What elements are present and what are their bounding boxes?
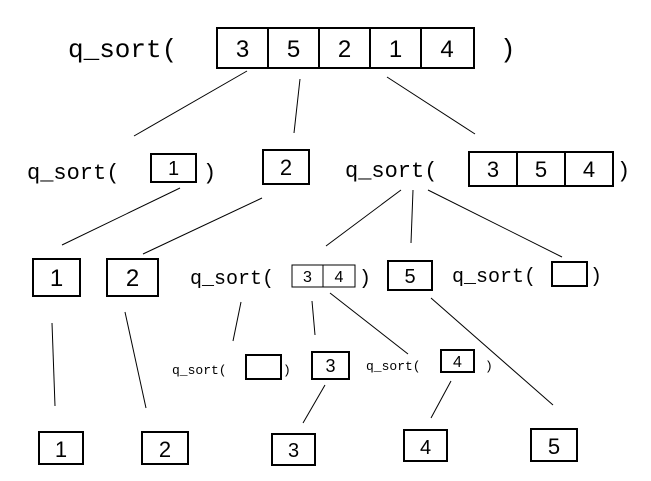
level3-sub-left-call: q_sort( ) xyxy=(172,354,291,380)
edge-pivot5-final5 xyxy=(430,297,554,406)
level3-sub-right-call: q_sort( 4 ) xyxy=(366,349,493,374)
root-cell: 1 xyxy=(389,36,402,63)
level1-right-cell: 5 xyxy=(535,157,547,182)
level1-left-close-paren: ) xyxy=(203,161,216,186)
level2-sub-right-empty-box xyxy=(551,261,588,287)
final-result-box xyxy=(38,431,84,465)
final-result-value: 5 xyxy=(548,434,560,459)
root-call-label: q_sort( xyxy=(68,35,177,65)
tree-edges xyxy=(51,70,563,424)
final-result-box xyxy=(403,429,448,462)
level2-pivot-5-box xyxy=(387,260,433,291)
level2-pivot-5-value: 5 xyxy=(404,266,415,288)
edge-right-subleft xyxy=(325,189,402,247)
root-call: q_sort( 3 5 2 1 4 ) xyxy=(68,27,516,69)
level2-sub-left-call: q_sort( 3 4 ) xyxy=(190,264,371,291)
edge-right-subright xyxy=(427,189,563,258)
edge-root-left xyxy=(133,70,248,137)
level2-sub-right-call-label: q_sort( xyxy=(452,266,536,289)
level2-sub-right-close-paren: ) xyxy=(590,266,602,289)
level1-pivot: 2 xyxy=(262,149,310,185)
level2-sub-left-close-paren: ) xyxy=(359,268,371,291)
edge-pivot3-final3 xyxy=(302,384,326,424)
level3-sub-left-empty-box xyxy=(245,354,282,380)
edge-left-result1 xyxy=(61,187,181,246)
final-result-value: 2 xyxy=(159,437,171,462)
level2-sub-left-cell: 4 xyxy=(335,269,344,286)
level2-result-1: 1 xyxy=(32,258,81,297)
level1-right-cell: 3 xyxy=(487,157,499,182)
edge-result2-final2 xyxy=(124,311,147,409)
edge-subright-final4 xyxy=(430,380,452,419)
edge-result1-final1 xyxy=(51,322,56,407)
level2-result-2-value: 2 xyxy=(126,265,139,292)
root-cell: 4 xyxy=(440,36,453,63)
level2-result-1-value: 1 xyxy=(50,265,63,292)
level3-pivot-3: 3 xyxy=(311,351,350,380)
level3-sub-right-array-box xyxy=(440,349,475,373)
level1-right-array-box xyxy=(468,151,614,187)
root-cell: 2 xyxy=(338,36,351,63)
root-array-box xyxy=(216,27,475,69)
final-result-box xyxy=(271,433,316,466)
edge-subleft-subright xyxy=(329,292,409,355)
level3-sub-left-call-label: q_sort( xyxy=(172,363,227,378)
level1-left-cell: 1 xyxy=(168,158,179,180)
level1-left-array-box xyxy=(150,153,197,183)
level1-left-call-label: q_sort( xyxy=(27,161,119,186)
root-cell: 3 xyxy=(236,36,249,63)
edge-pivot-result2 xyxy=(142,197,263,255)
level3-sub-right-close-paren: ) xyxy=(485,359,493,374)
level2-sub-left-call-label: q_sort( xyxy=(190,268,274,291)
level2-result-2-box xyxy=(106,258,159,297)
level1-right-cell: 4 xyxy=(583,157,595,182)
edge-root-pivot xyxy=(293,78,301,134)
level1-left-call: q_sort( 1 ) xyxy=(27,153,216,186)
level3-sub-right-cell: 4 xyxy=(453,354,462,371)
edge-right-pivot5 xyxy=(410,189,414,244)
edge-subleft-empty xyxy=(232,301,242,342)
edge-root-right xyxy=(386,76,476,135)
level3-pivot-3-box xyxy=(311,351,350,380)
edge-subleft-pivot3 xyxy=(311,300,316,336)
final-result-box xyxy=(530,428,578,462)
level3-pivot-3-value: 3 xyxy=(325,356,335,376)
final-results: 1 2 3 4 5 xyxy=(38,428,578,466)
level3-sub-right-call-label: q_sort( xyxy=(366,359,421,374)
level1-pivot-box xyxy=(262,149,310,185)
level2-sub-left-cell: 3 xyxy=(303,269,312,286)
final-result-box xyxy=(141,431,189,465)
level1-right-call-label: q_sort( xyxy=(345,159,437,184)
level2-result-2: 2 xyxy=(106,258,159,297)
final-result-value: 4 xyxy=(420,437,431,459)
level2-result-1-box xyxy=(32,258,81,297)
final-result-value: 1 xyxy=(55,437,67,462)
level1-pivot-value: 2 xyxy=(280,155,292,180)
root-cell: 5 xyxy=(287,36,300,63)
level2-pivot-5: 5 xyxy=(387,260,433,291)
level1-right-call: q_sort( 3 5 4 ) xyxy=(345,151,630,187)
level2-sub-right-call: q_sort( ) xyxy=(452,261,602,289)
level1-right-close-paren: ) xyxy=(617,159,630,184)
final-result-value: 3 xyxy=(288,440,299,462)
root-close-paren: ) xyxy=(500,35,516,65)
level3-sub-left-close-paren: ) xyxy=(283,363,291,378)
